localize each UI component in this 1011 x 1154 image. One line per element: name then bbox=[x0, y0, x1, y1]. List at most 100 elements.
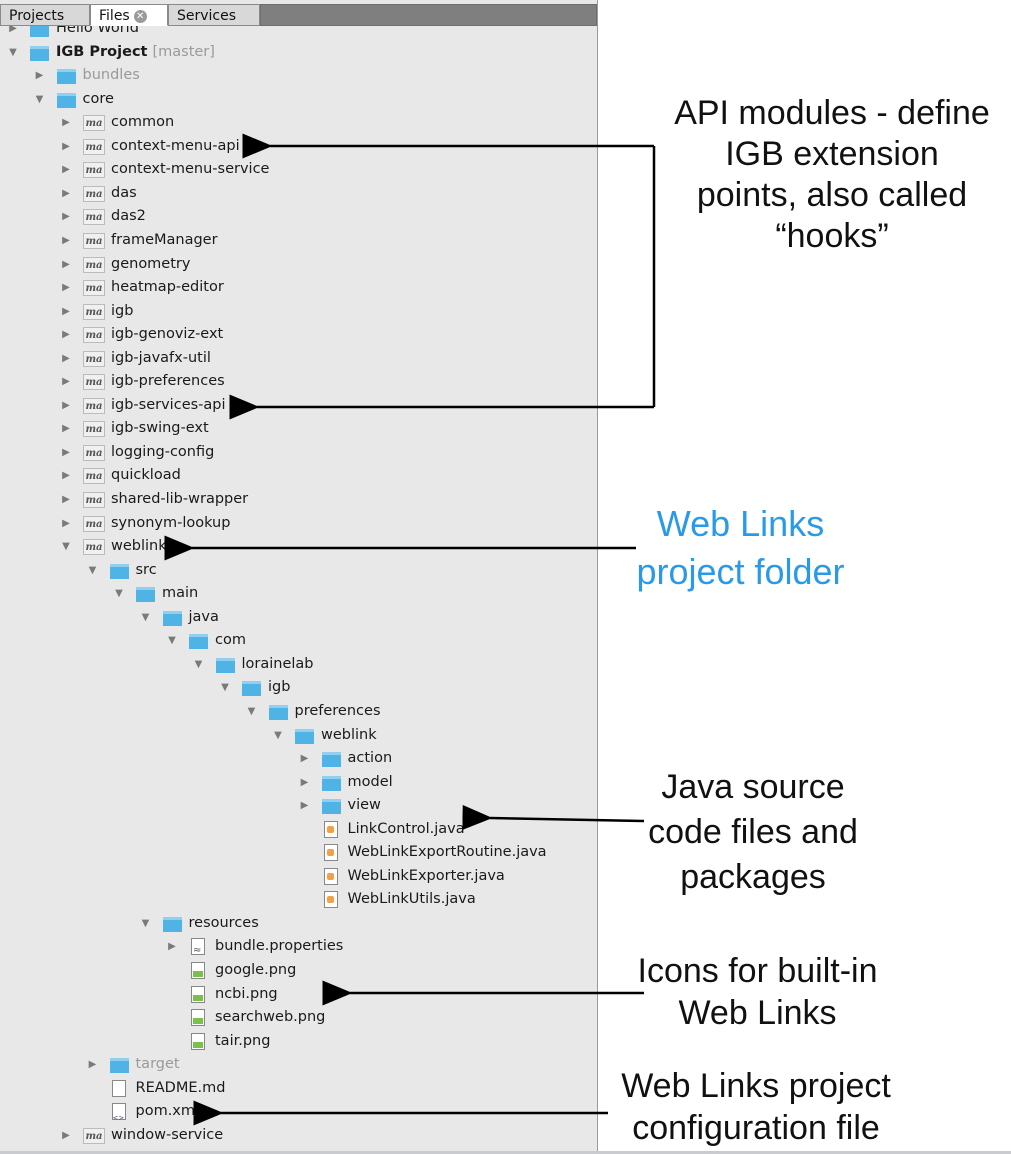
collapsed-arrow-icon[interactable]: ▶ bbox=[62, 305, 70, 317]
folder-icon bbox=[321, 775, 341, 791]
tree-row[interactable]: searchweb.png bbox=[0, 1006, 597, 1029]
expanded-arrow-icon[interactable]: ▼ bbox=[62, 541, 70, 553]
collapsed-arrow-icon[interactable]: ▶ bbox=[62, 1129, 70, 1141]
collapsed-arrow-icon[interactable]: ▶ bbox=[62, 211, 70, 223]
expanded-arrow-icon[interactable]: ▼ bbox=[141, 611, 150, 623]
expanded-arrow-icon[interactable]: ▼ bbox=[35, 93, 44, 105]
collapsed-arrow-icon[interactable]: ▶ bbox=[9, 23, 17, 34]
tree-row[interactable]: LinkControl.java bbox=[0, 818, 597, 841]
tree-row[interactable]: ncbi.png bbox=[0, 983, 597, 1006]
tree-row[interactable]: ▶model bbox=[0, 771, 597, 794]
expanded-arrow-icon[interactable]: ▼ bbox=[9, 46, 17, 58]
tree-row[interactable]: tair.png bbox=[0, 1030, 597, 1053]
collapsed-arrow-icon[interactable]: ▶ bbox=[62, 470, 70, 482]
tree-row[interactable]: google.png bbox=[0, 959, 597, 982]
folder-icon bbox=[30, 45, 49, 61]
tree-row[interactable]: pom.xml bbox=[0, 1100, 597, 1130]
tree-row[interactable]: ▼IGB Project[master] bbox=[0, 41, 597, 64]
expanded-arrow-icon[interactable]: ▼ bbox=[274, 729, 282, 741]
close-icon[interactable]: ✕ bbox=[133, 9, 147, 23]
tree-row[interactable]: ▶action bbox=[0, 747, 597, 770]
tree-row[interactable]: ▼resources bbox=[0, 912, 597, 935]
collapsed-arrow-icon[interactable]: ▶ bbox=[62, 517, 70, 529]
tree-row-text: IGB Project bbox=[56, 43, 148, 60]
tree-row[interactable]: ▼lorainelab bbox=[0, 653, 597, 676]
tree-row[interactable]: ▼preferences bbox=[0, 700, 597, 723]
collapsed-arrow-icon[interactable]: ▶ bbox=[62, 258, 70, 270]
collapsed-arrow-icon[interactable]: ▶ bbox=[62, 234, 70, 246]
tree-row[interactable]: WebLinkExportRoutine.java bbox=[0, 841, 597, 864]
collapsed-arrow-icon[interactable]: ▶ bbox=[300, 753, 309, 765]
annotation-line: Icons for built-in bbox=[637, 952, 878, 990]
tree-row[interactable]: ▼igb bbox=[0, 676, 597, 699]
tree-row-label: weblink bbox=[321, 724, 377, 747]
collapsed-arrow-icon[interactable]: ▶ bbox=[62, 282, 70, 294]
collapsed-arrow-icon[interactable]: ▶ bbox=[62, 329, 70, 341]
expanded-arrow-icon[interactable]: ▼ bbox=[247, 705, 256, 717]
expanded-arrow-icon[interactable]: ▼ bbox=[221, 682, 229, 694]
tree-row[interactable]: README.md bbox=[0, 1077, 597, 1100]
tree-row[interactable]: ▼src bbox=[0, 559, 597, 582]
folder-icon bbox=[56, 92, 76, 108]
tab-files[interactable]: Files✕ bbox=[90, 4, 168, 26]
collapsed-arrow-icon[interactable]: ▶ bbox=[62, 352, 70, 364]
collapsed-arrow-icon[interactable]: ▶ bbox=[35, 70, 44, 82]
collapsed-arrow-icon[interactable]: ▶ bbox=[300, 776, 309, 788]
collapsed-arrow-icon[interactable]: ▶ bbox=[62, 376, 70, 388]
expanded-arrow-icon[interactable]: ▼ bbox=[115, 588, 123, 600]
collapsed-arrow-icon[interactable]: ▶ bbox=[62, 187, 70, 199]
tree-row[interactable]: ▼main bbox=[0, 582, 597, 605]
collapsed-arrow-icon[interactable]: ▶ bbox=[300, 800, 309, 812]
tree-row[interactable]: WebLinkUtils.java bbox=[0, 888, 597, 911]
tree-row[interactable]: ▶bundle.properties bbox=[0, 935, 597, 962]
tree-row[interactable]: ▶view bbox=[0, 794, 597, 817]
tree-row-label: core bbox=[83, 88, 114, 111]
expanded-arrow-icon[interactable]: ▼ bbox=[194, 658, 203, 670]
collapsed-arrow-icon[interactable]: ▶ bbox=[168, 941, 176, 953]
collapsed-arrow-icon[interactable]: ▶ bbox=[62, 399, 70, 411]
expanded-arrow-icon[interactable]: ▼ bbox=[141, 917, 150, 929]
tree-row[interactable]: ▼com bbox=[0, 629, 597, 652]
tree-row[interactable]: ▼java bbox=[0, 606, 597, 629]
tab-projects[interactable]: Projects bbox=[0, 4, 90, 26]
collapsed-arrow-icon[interactable]: ▶ bbox=[62, 423, 70, 435]
tree-row[interactable]: ▼ core bbox=[0, 88, 597, 111]
tree-row[interactable]: ▶target bbox=[0, 1053, 597, 1076]
folder-icon bbox=[162, 610, 182, 626]
tab-files-label: Files bbox=[99, 8, 130, 24]
expanded-arrow-icon[interactable]: ▼ bbox=[88, 564, 97, 576]
collapsed-arrow-icon[interactable]: ▶ bbox=[88, 1059, 97, 1071]
collapsed-arrow-icon[interactable]: ▶ bbox=[62, 117, 70, 129]
java-file-icon bbox=[323, 867, 338, 885]
collapsed-arrow-icon[interactable]: ▶ bbox=[62, 446, 70, 458]
tree-row[interactable]: WebLinkExporter.java bbox=[0, 865, 597, 888]
collapsed-arrow-icon[interactable]: ▶ bbox=[62, 494, 70, 505]
collapsed-arrow-icon[interactable]: ▶ bbox=[62, 164, 70, 176]
tree-row[interactable]: ▶bundles bbox=[0, 64, 597, 87]
tab-services[interactable]: Services bbox=[168, 4, 260, 26]
collapsed-arrow-icon[interactable]: ▶ bbox=[62, 140, 70, 152]
expanded-arrow-icon[interactable]: ▼ bbox=[168, 635, 176, 647]
tree-row[interactable]: ▼ weblink bbox=[0, 724, 597, 747]
annotation-line: configuration file bbox=[632, 1109, 880, 1147]
